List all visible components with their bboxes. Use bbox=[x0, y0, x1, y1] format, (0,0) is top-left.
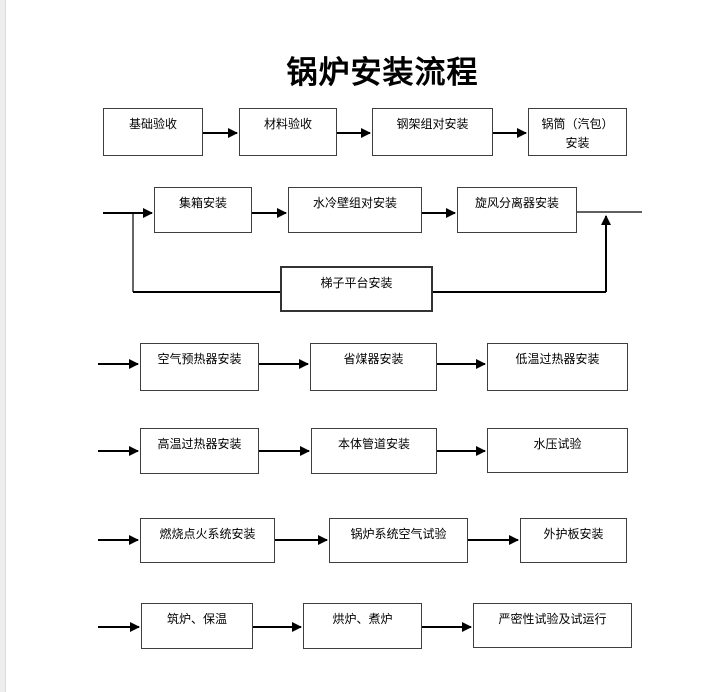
node-material-acceptance: 材料验收 bbox=[239, 108, 337, 156]
node-cyclone-separator-installation: 旋风分离器安装 bbox=[457, 187, 577, 233]
node-header-installation: 集箱安装 bbox=[154, 187, 252, 233]
node-steel-frame-assembly-installation: 钢架组对安装 bbox=[372, 108, 493, 156]
node-furnace-building-insulation: 筑炉、保温 bbox=[141, 603, 253, 649]
node-water-wall-assembly-installation: 水冷壁组对安装 bbox=[288, 187, 422, 233]
page-edge-strip bbox=[0, 0, 6, 692]
edges-row2 bbox=[103, 208, 642, 293]
node-boiler-system-air-test: 锅炉系统空气试验 bbox=[329, 518, 468, 563]
node-tightness-test-trial-run: 严密性试验及试运行 bbox=[473, 603, 632, 648]
node-body-piping-installation: 本体管道安装 bbox=[311, 428, 437, 474]
node-low-temp-superheater-installation: 低温过热器安装 bbox=[487, 343, 628, 391]
node-air-preheater-installation: 空气预热器安装 bbox=[140, 343, 259, 391]
node-furnace-drying-boiling: 烘炉、煮炉 bbox=[303, 603, 422, 649]
diagram-title: 锅炉安装流程 bbox=[286, 55, 479, 90]
node-foundation-acceptance: 基础验收 bbox=[103, 108, 203, 156]
node-economizer-installation: 省煤器安装 bbox=[310, 343, 437, 391]
node-hydrostatic-test: 水压试验 bbox=[487, 428, 628, 473]
node-outer-casing-installation: 外护板安装 bbox=[520, 518, 627, 563]
node-boiler-drum-installation: 锅筒（汽包） 安装 bbox=[528, 108, 627, 156]
node-high-temp-superheater-installation: 高温过热器安装 bbox=[140, 428, 259, 474]
node-ladder-platform-installation: 梯子平台安装 bbox=[280, 266, 433, 312]
node-combustion-ignition-system-installation: 燃烧点火系统安装 bbox=[140, 518, 275, 563]
